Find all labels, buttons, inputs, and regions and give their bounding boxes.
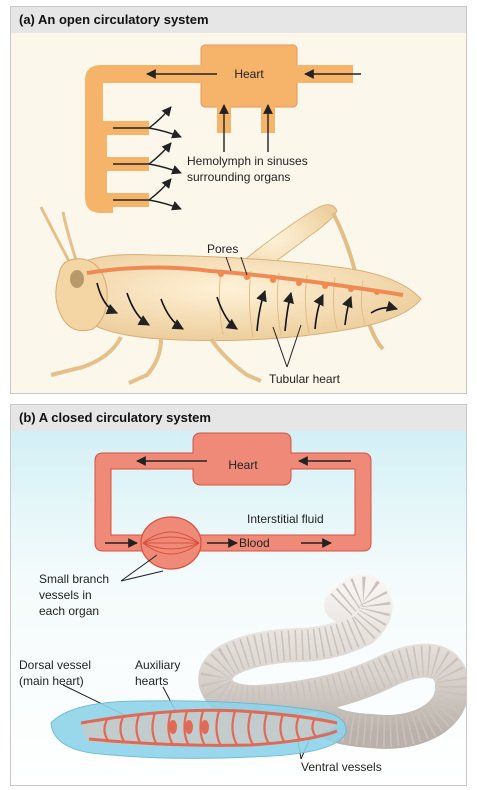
arrow-branch-3b bbox=[148, 199, 182, 211]
open-flow-arrows bbox=[113, 69, 361, 211]
small-branch-label-line2: vessels in bbox=[39, 588, 92, 602]
interstitial-fluid-label: Interstitial fluid bbox=[247, 512, 324, 526]
panel-open-circulatory-system: (a) An open circulatory system bbox=[10, 6, 467, 394]
tubular-heart bbox=[86, 265, 404, 297]
aorta-vessel bbox=[85, 65, 203, 213]
auxiliary-hearts-label-line2: hearts bbox=[135, 674, 168, 688]
hemolymph-label-line2: surrounding organs bbox=[187, 170, 290, 184]
dorsal-vessel bbox=[80, 708, 338, 725]
panel-a-leader-lines bbox=[225, 256, 302, 368]
small-branch-label-line3: each organ bbox=[39, 604, 99, 618]
closed-vessel-loop bbox=[94, 432, 372, 570]
ventral-vessel bbox=[88, 729, 338, 747]
arrow-branch-1b bbox=[148, 127, 182, 139]
blood-label: Blood bbox=[239, 536, 270, 550]
ventral-vessels-label: Ventral vessels bbox=[301, 760, 382, 774]
panel-a-title: (a) An open circulatory system bbox=[11, 7, 466, 33]
closed-heart-label: Heart bbox=[228, 458, 258, 472]
hemolymph-flow-arrows bbox=[96, 282, 399, 332]
pores-label: Pores bbox=[207, 242, 238, 256]
closed-system-diagram: Heart Interstitial fluid Blood Small bra… bbox=[19, 432, 466, 774]
open-system-diagram: Heart Hemolymph in sinuses surrounding o… bbox=[39, 44, 422, 386]
grasshopper-eye bbox=[70, 270, 84, 288]
dorsal-vessel-label-line2: (main heart) bbox=[19, 674, 84, 688]
arrow-branch-2b bbox=[148, 163, 182, 175]
auxiliary-hearts-label-line1: Auxiliary bbox=[135, 658, 180, 672]
dorsal-vessel-label-line1: Dorsal vessel bbox=[19, 658, 91, 672]
ring-vessels bbox=[103, 710, 318, 747]
auxiliary-hearts bbox=[169, 720, 209, 734]
earthworm-illustration bbox=[50, 574, 466, 759]
panel-b-title: (b) A closed circulatory system bbox=[11, 405, 466, 431]
hemolymph-label-line1: Hemolymph in sinuses bbox=[187, 154, 308, 168]
small-branch-vessels bbox=[142, 531, 200, 555]
grasshopper-illustration bbox=[39, 204, 422, 385]
closed-heart-box bbox=[195, 435, 289, 483]
open-vessel-network bbox=[85, 44, 353, 213]
small-branch-label-line1: Small branch bbox=[39, 572, 109, 586]
panel-closed-circulatory-system: (b) A closed circulatory system bbox=[10, 404, 467, 786]
tubular-heart-label: Tubular heart bbox=[269, 372, 341, 386]
open-heart-label: Heart bbox=[234, 67, 264, 81]
closed-flow-arrows bbox=[105, 456, 351, 548]
